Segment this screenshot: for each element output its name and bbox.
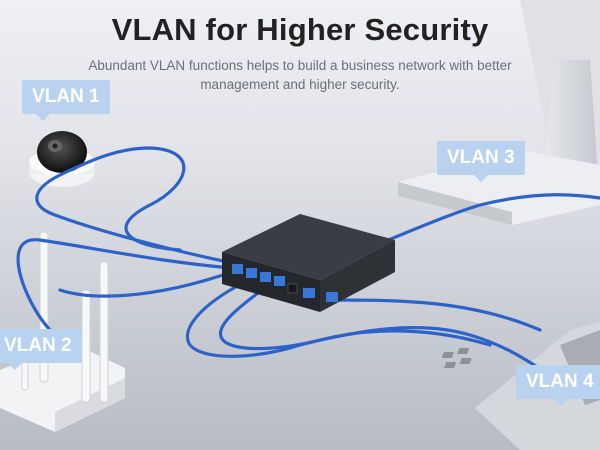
vlan-3-label: VLAN 3 — [437, 141, 525, 182]
page-subtitle: Abundant VLAN functions helps to build a… — [88, 58, 512, 92]
monitor-stand — [398, 0, 600, 225]
network-switch — [222, 214, 395, 312]
page-title: VLAN for Higher Security — [111, 12, 489, 47]
ethernet-ports — [232, 264, 338, 302]
vlan-1-label: VLAN 1 — [22, 80, 110, 121]
vlan-4-label: VLAN 4 — [516, 365, 600, 406]
dome-camera — [29, 131, 95, 187]
vlan-2-label: VLAN 2 — [0, 329, 82, 370]
